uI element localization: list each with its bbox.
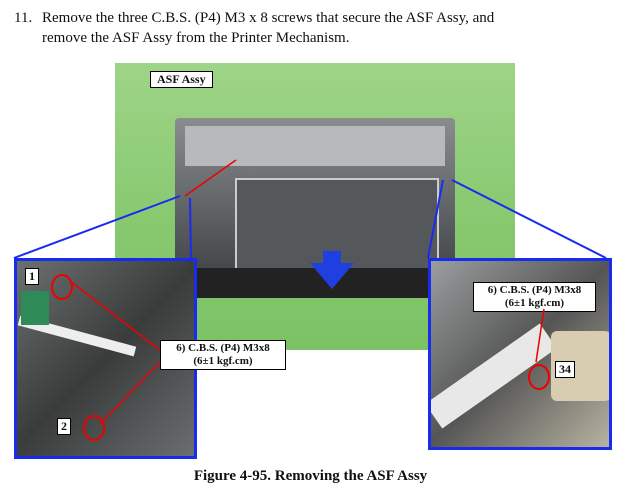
screw-marker-2: 2	[57, 418, 71, 435]
screw-ring-2	[83, 415, 105, 441]
step-text-line1: Remove the three C.B.S. (P4) M3 x 8 scre…	[42, 10, 495, 26]
screw-marker-3: 34	[555, 361, 575, 378]
step-instruction: 11. Remove the three C.B.S. (P4) M3 x 8 s…	[14, 8, 614, 48]
callout-torque: (6±1 kgf.cm)	[193, 355, 253, 367]
removal-arrow-stem	[323, 251, 341, 265]
left-screw-callout: 6) C.B.S. (P4) M3x8 (6±1 kgf.cm)	[160, 340, 286, 370]
screw-marker-1: 1	[25, 268, 39, 285]
callout-screw-type: 6) C.B.S. (P4) M3x8	[176, 342, 270, 354]
right-screw-callout: 6) C.B.S. (P4) M3x8 (6±1 kgf.cm)	[473, 282, 596, 312]
callout-screw-type: 6) C.B.S. (P4) M3x8	[487, 284, 582, 296]
asf-assy-label: ASF Assy	[150, 71, 213, 88]
screw-ring-1	[51, 274, 73, 300]
screw-ring-3	[528, 364, 550, 390]
step-number: 11.	[14, 10, 33, 26]
step-text-line2: remove the ASF Assy from the Printer Mec…	[42, 30, 350, 46]
circuit-board	[21, 291, 49, 325]
callout-torque: (6±1 kgf.cm)	[504, 297, 565, 309]
removal-arrow-icon	[310, 263, 354, 289]
figure-caption: Figure 4-95. Removing the ASF Assy	[193, 468, 428, 484]
